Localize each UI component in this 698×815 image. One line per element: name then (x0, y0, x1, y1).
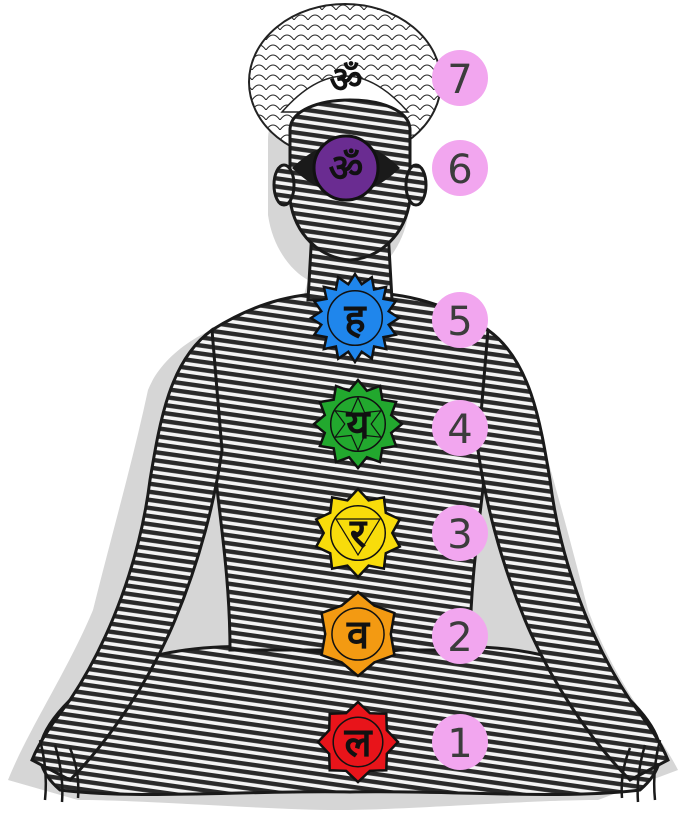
chakra-1-seed-syllable: ल (343, 720, 373, 766)
badge-2: 2 (432, 608, 488, 664)
badge-1: 1 (432, 714, 488, 770)
right-ear (406, 165, 426, 205)
badge-4: 4 (432, 400, 488, 456)
badge-3: 3 (432, 505, 488, 561)
chakra-7-seed-syllable: ॐ (330, 60, 363, 101)
badge-7-number: 7 (447, 57, 472, 103)
chakra-5: ह (311, 274, 399, 362)
badge-6-number: 6 (447, 147, 472, 193)
chakra-4-seed-syllable: य (345, 402, 371, 448)
chakra-3-seed-syllable: र (349, 511, 368, 557)
chakra-1: ल (318, 702, 398, 782)
chakra-5-seed-syllable: ह (343, 296, 367, 342)
badge-7: 7 (432, 50, 488, 106)
badge-3-number: 3 (447, 512, 472, 558)
badge-6: 6 (432, 140, 488, 196)
badge-2-number: 2 (447, 615, 472, 661)
left-ear (274, 165, 294, 205)
badge-5: 5 (432, 292, 488, 348)
badge-1-number: 1 (447, 721, 472, 767)
badge-5-number: 5 (447, 299, 472, 345)
badge-4-number: 4 (447, 407, 472, 453)
chakra-2-seed-syllable: व (346, 612, 371, 658)
chakra-6-seed-syllable: ॐ (329, 146, 364, 190)
